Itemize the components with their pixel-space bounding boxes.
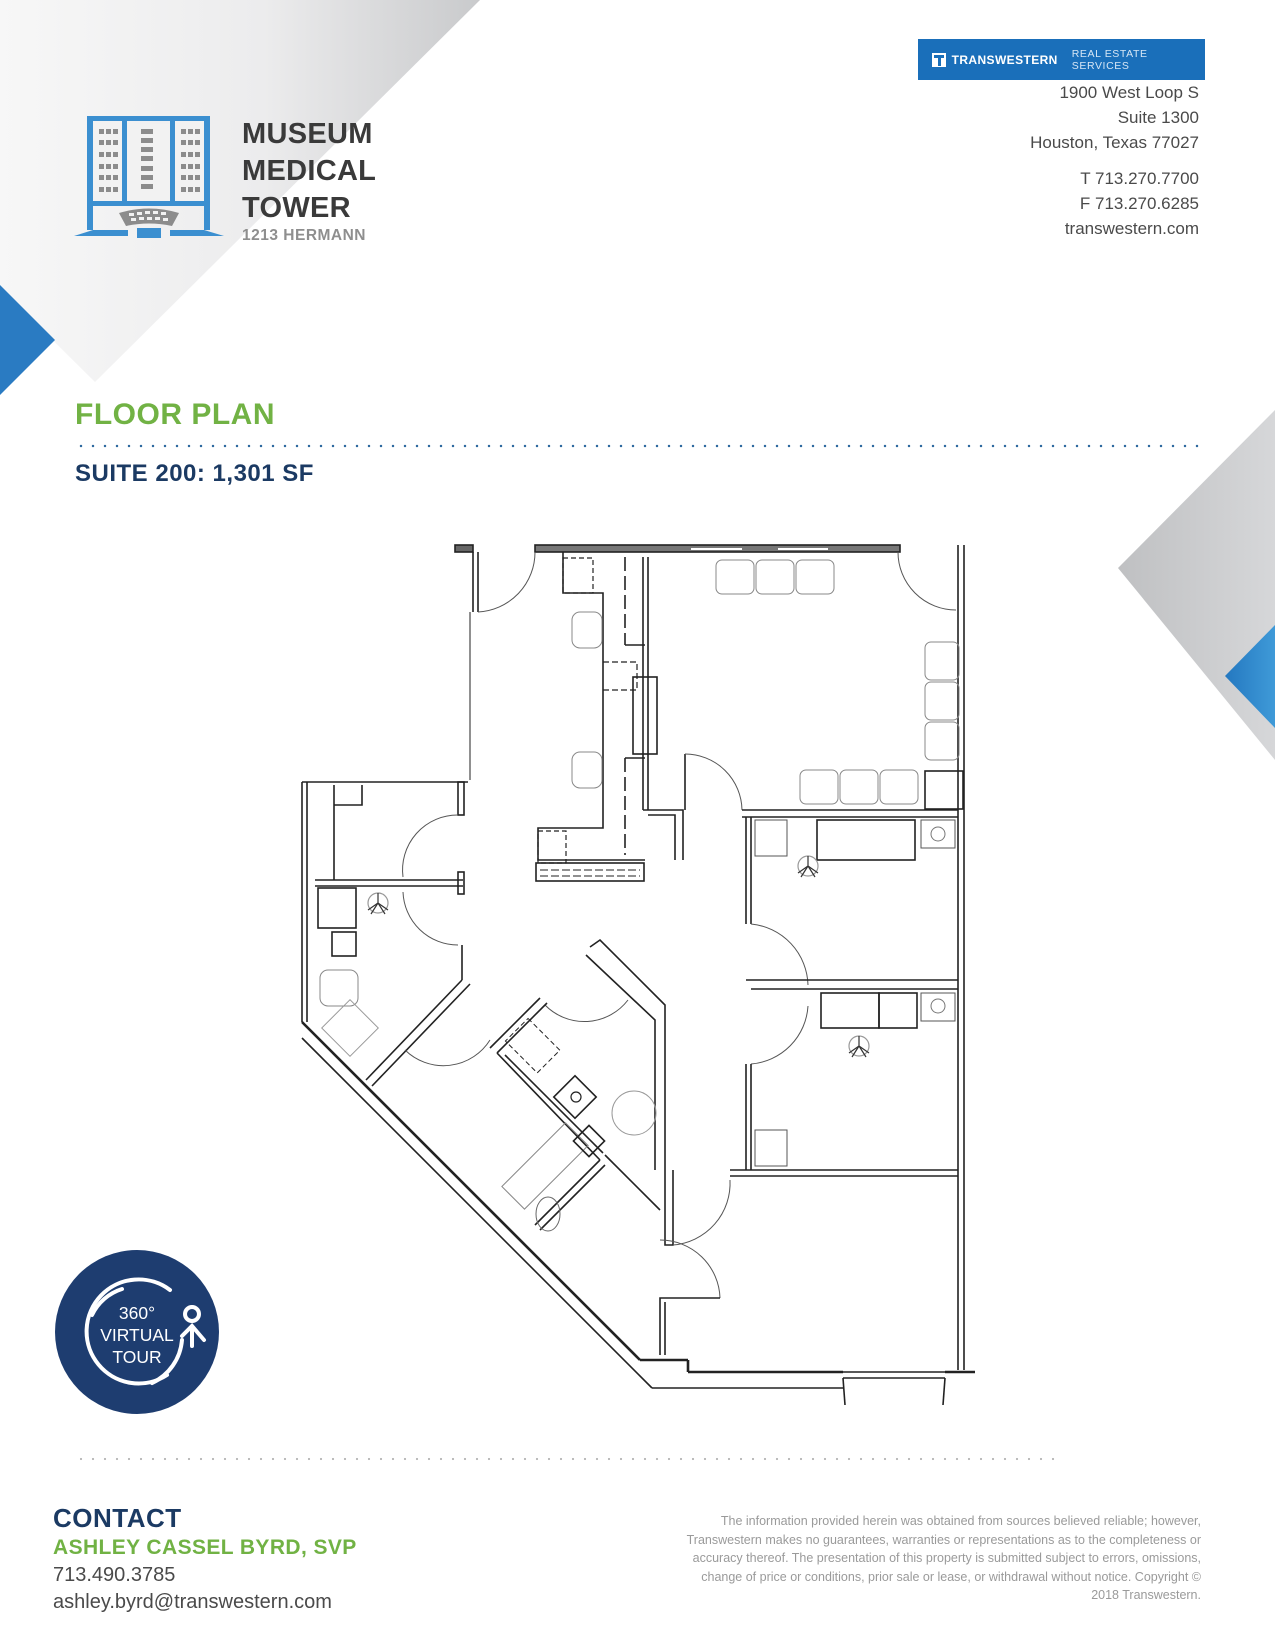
tour-360-icon	[55, 1250, 219, 1414]
restroom-lab	[489, 938, 666, 1232]
diagonal-exterior-wall	[301, 1021, 975, 1406]
brokerage-contact: T 713.270.7700 F 713.270.6285 transweste…	[1065, 166, 1199, 241]
brokerage-phone: T 713.270.7700	[1080, 169, 1199, 188]
left-blue-triangle	[0, 285, 55, 395]
reception-chairs	[571, 611, 603, 789]
brokerage-fax: F 713.270.6285	[1079, 194, 1199, 213]
address-line-3: Houston, Texas 77027	[1030, 133, 1199, 152]
contact-block: CONTACT ASHLEY CASSEL BYRD, SVP 713.490.…	[53, 1502, 357, 1616]
exterior-top-wall	[454, 544, 901, 553]
right-blue-triangle	[1225, 625, 1275, 728]
suite-label: SUITE 200: 1,301 SF	[75, 460, 314, 487]
tour-label: 360° VIRTUAL TOUR	[52, 1302, 222, 1368]
transwestern-logo-icon	[932, 52, 946, 67]
address-line-1: 1900 West Loop S	[1059, 83, 1199, 102]
property-logo: MUSEUM MEDICAL TOWER 1213 HERMANN	[74, 116, 376, 245]
office-chairs	[367, 855, 870, 1058]
property-name-line-2: MEDICAL	[242, 155, 377, 187]
contact-title: CONTACT	[53, 1503, 182, 1533]
tour-label-line-1: 360°	[118, 1303, 156, 1323]
tour-label-line-3: TOUR	[112, 1347, 162, 1367]
contact-phone[interactable]: 713.490.3785	[53, 1564, 176, 1586]
brokerage-tagline: REAL ESTATE SERVICES	[1071, 47, 1148, 72]
right-gray-shape	[1118, 410, 1275, 760]
floor-plan-drawing	[301, 544, 975, 1406]
legal-disclaimer: The information provided herein was obta…	[686, 1514, 1201, 1602]
footer-dotted-divider	[75, 1457, 1055, 1461]
waiting-chairs	[715, 559, 960, 805]
virtual-tour-button[interactable]: 360° VIRTUAL TOUR	[52, 1250, 222, 1414]
contact-email-link[interactable]: ashley.byrd@transwestern.com	[53, 1591, 332, 1613]
brokerage-address: 1900 West Loop S Suite 1300 Houston, Tex…	[1030, 80, 1199, 155]
section-title: FLOOR PLAN	[75, 398, 275, 431]
brokerage-brand: TRANSWESTERN	[951, 52, 1058, 67]
property-name-line-1: MUSEUM	[242, 118, 373, 150]
building-logo-icon	[74, 116, 224, 238]
contact-name: ASHLEY CASSEL BYRD, SVP	[53, 1536, 357, 1559]
dotted-divider	[75, 444, 1205, 448]
tour-label-line-2: VIRTUAL	[100, 1325, 174, 1345]
property-name-line-3: TOWER	[242, 192, 351, 224]
brokerage-website-link[interactable]: transwestern.com	[1064, 219, 1199, 238]
address-line-2: Suite 1300	[1117, 108, 1199, 127]
brokerage-banner: TRANSWESTERN REAL ESTATE SERVICES	[918, 39, 1205, 80]
property-address: 1213 HERMANN	[242, 227, 367, 244]
